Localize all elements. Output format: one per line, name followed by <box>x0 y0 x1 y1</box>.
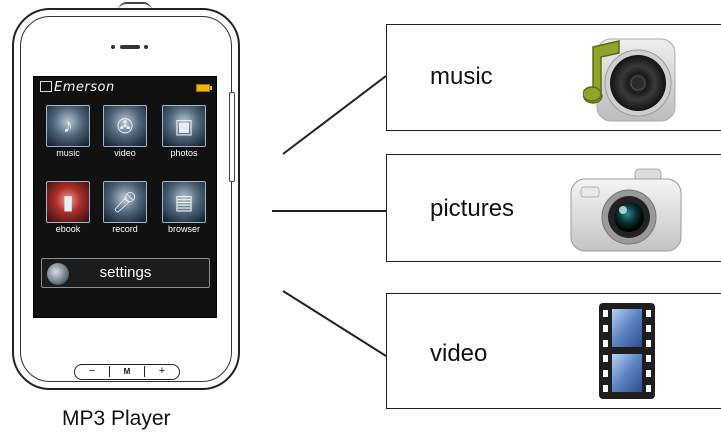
earpiece-speaker <box>107 42 153 52</box>
panel-pictures: pictures <box>386 154 721 262</box>
app-record[interactable]: 🎤︎ record <box>103 181 147 234</box>
mode-button[interactable]: M <box>123 367 131 376</box>
control-buttons: − M + <box>74 364 180 380</box>
panel-label-pictures: pictures <box>430 195 515 222</box>
panel-label-video: video <box>430 340 488 367</box>
film-strip-icon <box>599 303 655 399</box>
ebook-icon: ▮ <box>46 181 90 223</box>
microphone-icon: 🎤︎ <box>103 181 147 223</box>
app-video[interactable]: ✇ video <box>103 105 147 158</box>
brand-logo: Emerson <box>40 80 115 95</box>
speaker-with-note-icon <box>583 38 676 122</box>
connector-video <box>282 290 387 357</box>
settings-label: settings <box>99 264 152 281</box>
side-slider <box>229 92 235 182</box>
app-browser[interactable]: ▤ browser <box>162 181 206 234</box>
device-top-button <box>118 2 152 11</box>
battery-icon <box>196 84 212 92</box>
minus-button[interactable]: − <box>88 365 96 377</box>
plus-button[interactable]: + <box>158 365 166 377</box>
panel-video: video <box>386 293 721 409</box>
film-reel-icon: ✇ <box>103 105 147 147</box>
panel-label-music: music <box>430 63 493 90</box>
app-music[interactable]: ♪ music <box>46 105 90 158</box>
app-label: browser <box>167 224 200 234</box>
photos-icon: ▣ <box>162 105 206 147</box>
app-label: video <box>114 148 136 158</box>
app-label: record <box>112 224 138 234</box>
music-note-icon: ♪ <box>46 105 90 147</box>
camera-icon <box>570 168 682 252</box>
device-screen: Emerson ♪ music ✇ video ▣ photos ▮ ebook… <box>33 76 217 318</box>
mp3-player-bezel <box>20 16 232 382</box>
app-ebook[interactable]: ▮ ebook <box>46 181 90 234</box>
app-label: music <box>56 148 80 158</box>
settings-button[interactable]: settings <box>41 258 210 288</box>
folder-icon: ▤ <box>162 181 206 223</box>
settings-gear-icon <box>47 263 69 285</box>
device-caption: MP3 Player <box>62 407 171 430</box>
app-label: ebook <box>55 224 81 234</box>
app-label: photos <box>170 148 198 158</box>
app-photos[interactable]: ▣ photos <box>162 105 206 158</box>
panel-music: music <box>386 24 721 131</box>
connector-music <box>282 75 387 155</box>
